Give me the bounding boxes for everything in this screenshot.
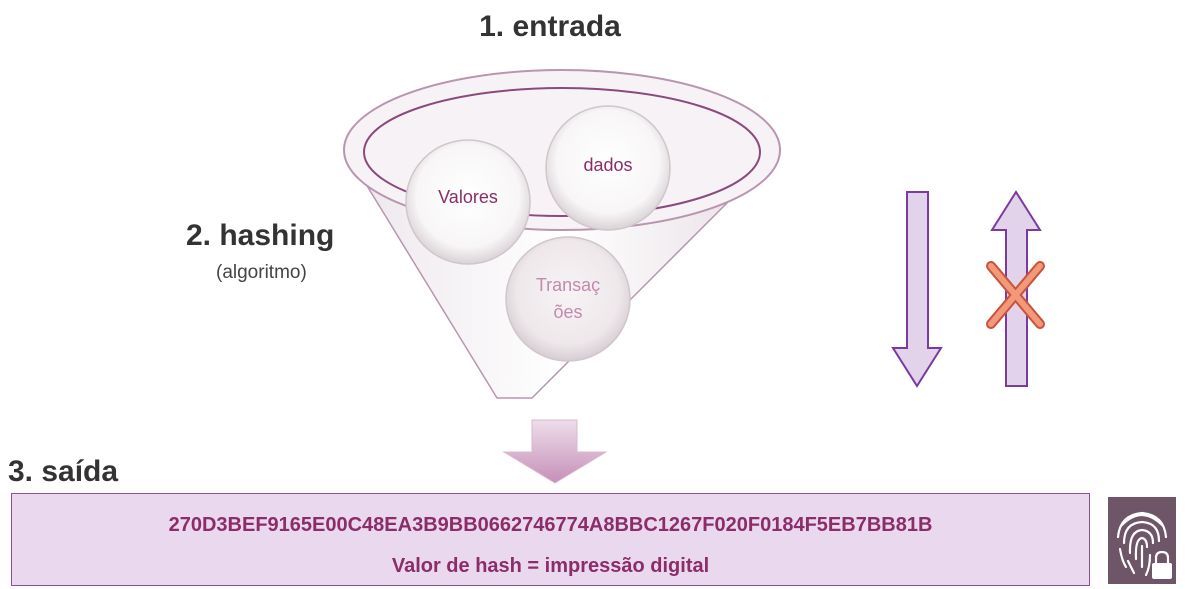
step-hashing-subtitle: (algoritmo) (216, 262, 307, 283)
fingerprint-lock-icon (1108, 497, 1176, 584)
circle-values (405, 139, 531, 265)
step-hashing-title: 2. hashing (186, 219, 335, 252)
circle-transactions-label-line2: ões (553, 302, 582, 322)
circle-data-label: dados (583, 155, 632, 175)
x-mark-icon (986, 261, 1045, 329)
circle-transactions (505, 236, 631, 362)
circle-values-label: Valores (438, 187, 498, 207)
down-arrow-icon (891, 191, 943, 388)
funnel-rim-inner (363, 87, 761, 217)
circle-data (545, 105, 671, 231)
hash-caption: Valor de hash = impressão digital (391, 555, 710, 577)
circle-transactions-label-line1: Transaç (536, 275, 600, 295)
step-output-title: 3. saída (8, 455, 119, 488)
hash-output-box: 270D3BEF9165E00C48EA3B9BB0662746774A8BBC… (11, 493, 1090, 586)
step-input-title: 1. entrada (479, 10, 621, 43)
fingerprint-icon (1116, 511, 1172, 579)
output-down-arrow-icon (502, 419, 608, 484)
hash-value-text: 270D3BEF9165E00C48EA3B9BB0662746774A8BBC… (168, 514, 933, 536)
lock-icon (1152, 550, 1172, 579)
